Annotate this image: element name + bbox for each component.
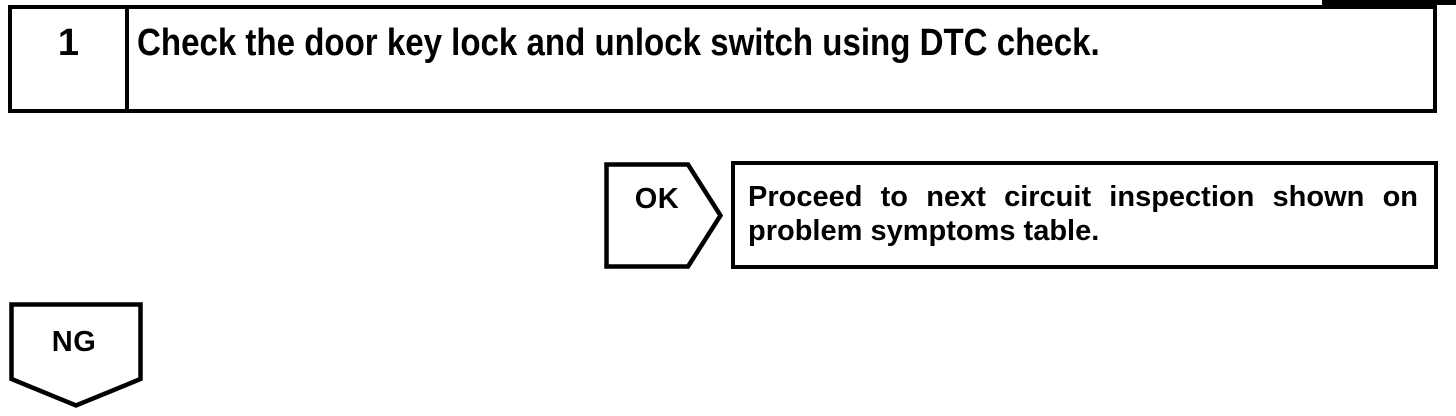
ng-pentagon-icon (9, 302, 143, 408)
step-instruction-cell: Check the door key lock and unlock switc… (129, 9, 1433, 109)
ok-result-line2: problem symptoms table. (748, 215, 1100, 247)
step-instruction: Check the door key lock and unlock switc… (137, 22, 1100, 64)
ok-result-line1: Proceed to next circuit inspection shown… (748, 181, 1418, 213)
ok-label: OK (634, 183, 680, 215)
ng-connector: NG (9, 302, 143, 408)
ok-pentagon-icon (604, 162, 723, 269)
ok-connector: OK (604, 162, 723, 269)
step-number: 1 (12, 9, 129, 109)
ng-label: NG (51, 326, 97, 358)
scan-artifact (1322, 0, 1456, 5)
ok-result-box: Proceed to next circuit inspection shown… (731, 161, 1438, 269)
step-box: 1 Check the door key lock and unlock swi… (8, 5, 1437, 113)
